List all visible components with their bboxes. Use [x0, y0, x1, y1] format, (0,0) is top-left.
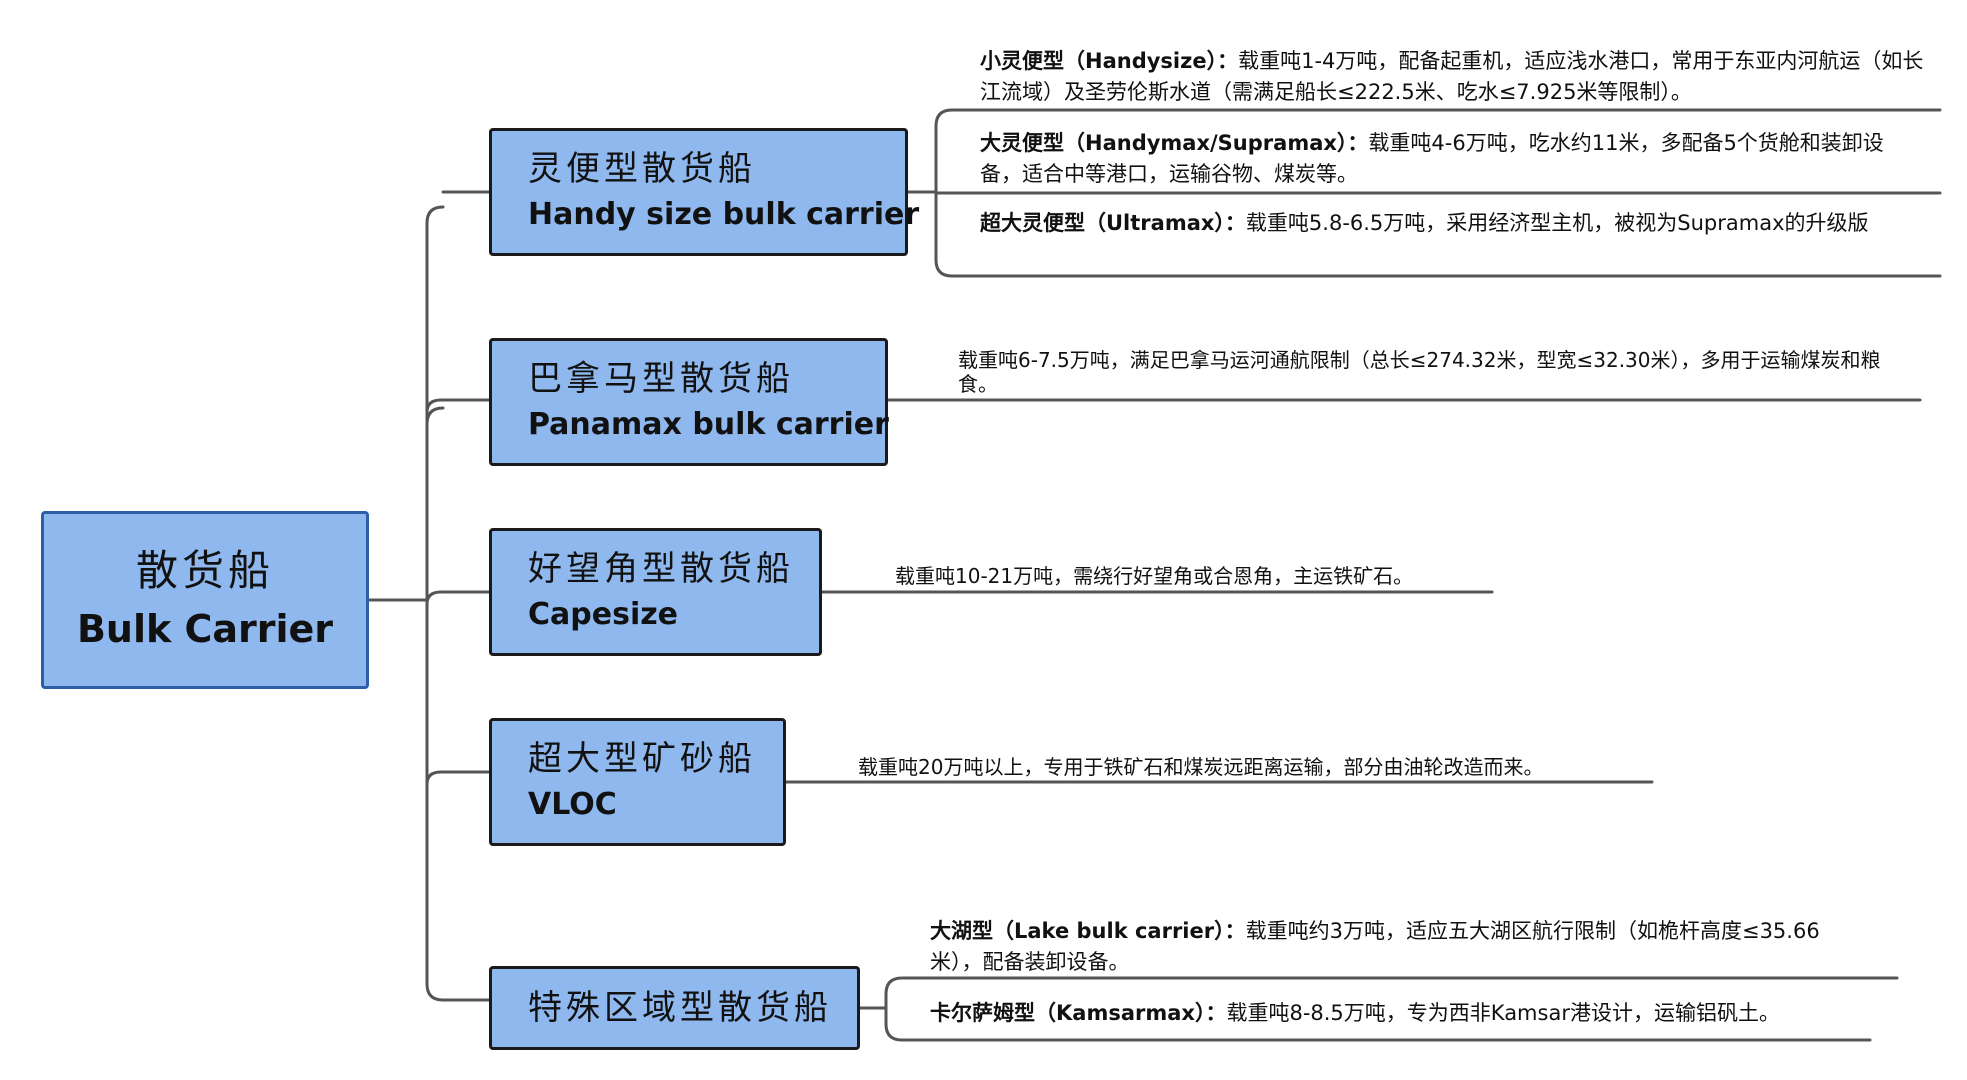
category-node-special[interactable]: 特殊区域型散货船 [489, 966, 860, 1050]
detail-handysize: 小灵便型（Handysize）：载重吨1-4万吨，配备起重机，适应浅水港口，常用… [980, 46, 1930, 108]
category-title-en: Panamax bulk carrier [528, 407, 889, 442]
root-title-en: Bulk Carrier [76, 607, 334, 651]
connector-handy-bracket [934, 108, 1942, 278]
detail-text: 载重吨4-6万吨，吃水约11米，多配备5个货舱和装卸设备，适合中等港口，运输谷物… [980, 131, 1884, 186]
detail-text: 载重吨约3万吨，适应五大湖区航行限制（如桅杆高度≤35.66米），配备装卸设备。 [930, 919, 1820, 974]
category-title-cn: 巴拿马型散货船 [528, 359, 794, 399]
root-node[interactable]: 散货船 Bulk Carrier [41, 511, 369, 689]
detail-name: 超大灵便型（Ultramax）： [980, 211, 1246, 235]
category-title-en: Handy size bulk carrier [528, 197, 920, 232]
detail-ultramax: 超大灵便型（Ultramax）：载重吨5.8-6.5万吨，采用经济型主机，被视为… [980, 208, 1935, 239]
detail-vloc: 载重吨20万吨以上，专用于铁矿石和煤炭远距离运输，部分由油轮改造而来。 [858, 755, 1658, 779]
category-title-en: VLOC [528, 787, 617, 822]
category-title-cn: 特殊区域型散货船 [528, 988, 832, 1028]
connector-branch-4 [425, 770, 491, 786]
category-title-cn: 好望角型散货船 [528, 549, 794, 589]
category-node-panamax[interactable]: 巴拿马型散货船 Panamax bulk carrier [489, 338, 889, 466]
detail-lake: 大湖型（Lake bulk carrier）：载重吨约3万吨，适应五大湖区航行限… [930, 916, 1830, 978]
detail-name: 大灵便型（Handymax/Supramax）： [980, 131, 1369, 155]
detail-text: 载重吨5.8-6.5万吨，采用经济型主机，被视为Supramax的升级版 [1245, 211, 1869, 235]
category-title-cn: 超大型矿砂船 [528, 739, 756, 779]
root-title-cn: 散货船 [135, 546, 274, 595]
detail-text: 载重吨20万吨以上，专用于铁矿石和煤炭远距离运输，部分由油轮改造而来。 [858, 755, 1544, 779]
connector-panamax [425, 406, 445, 426]
detail-text: 载重吨10-21万吨，需绕行好望角或合恩角，主运铁矿石。 [895, 564, 1414, 588]
connector-trunk [425, 205, 445, 1002]
detail-handymax: 大灵便型（Handymax/Supramax）：载重吨4-6万吨，吃水约11米，… [980, 128, 1920, 190]
detail-capesize: 载重吨10-21万吨，需绕行好望角或合恩角，主运铁矿石。 [895, 564, 1495, 588]
connector-branch-3 [425, 590, 491, 606]
category-node-vloc[interactable]: 超大型矿砂船 VLOC [489, 718, 786, 846]
connector-special-bracket [884, 976, 1899, 1042]
connector-branch-2 [425, 398, 491, 414]
category-node-handy[interactable]: 灵便型散货船 Handy size bulk carrier [489, 128, 920, 256]
category-title-cn: 灵便型散货船 [528, 149, 756, 189]
category-title-en: Capesize [528, 597, 679, 632]
detail-text: 载重吨6-7.5万吨，满足巴拿马运河通航限制（总长≤274.32米，型宽≤32.… [958, 348, 1881, 396]
detail-name: 大湖型（Lake bulk carrier）： [930, 919, 1246, 943]
detail-name: 卡尔萨姆型（Kamsarmax）： [930, 1001, 1227, 1025]
detail-text: 载重吨1-4万吨，配备起重机，适应浅水港口，常用于东亚内河航运（如长江流域）及圣… [980, 49, 1924, 104]
detail-panamax: 载重吨6-7.5万吨，满足巴拿马运河通航限制（总长≤274.32米，型宽≤32.… [958, 348, 1913, 396]
detail-text: 载重吨8-8.5万吨，专为西非Kamsar港设计，运输铝矾土。 [1226, 1001, 1780, 1025]
detail-kamsarmax: 卡尔萨姆型（Kamsarmax）：载重吨8-8.5万吨，专为西非Kamsar港设… [930, 998, 1890, 1029]
detail-name: 小灵便型（Handysize）： [980, 49, 1239, 73]
category-node-capesize[interactable]: 好望角型散货船 Capesize [489, 528, 822, 656]
